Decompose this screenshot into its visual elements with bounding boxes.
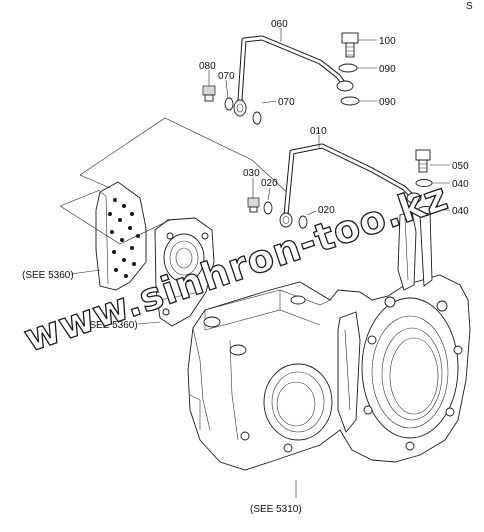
reference-see-5360-a: (SEE 5360) xyxy=(22,270,74,281)
callout-100: 100 xyxy=(379,36,396,47)
leader-lines xyxy=(70,28,450,498)
callout-070-a: 070 xyxy=(218,71,235,82)
pipe-060 xyxy=(233,35,354,117)
washer-070-b xyxy=(252,111,262,125)
callout-040-a: 040 xyxy=(452,179,469,190)
callout-labels: 060 100 080 070 090 070 090 010 050 030 … xyxy=(22,19,469,515)
callout-090-b: 090 xyxy=(379,97,396,108)
washer-020-b xyxy=(298,215,308,229)
callout-010: 010 xyxy=(310,126,327,137)
washer-090-a xyxy=(338,63,358,73)
callout-040-b: 040 xyxy=(452,206,469,217)
callout-050: 050 xyxy=(452,161,469,172)
guide-lines xyxy=(59,117,291,245)
valve-body xyxy=(154,217,215,327)
banjo-bolt-100 xyxy=(341,32,359,58)
callout-080: 080 xyxy=(199,61,216,72)
washer-020-a xyxy=(263,201,273,215)
pipe-010 xyxy=(279,143,422,228)
transmission-case xyxy=(187,211,471,471)
washer-090-b xyxy=(340,96,360,106)
callout-030: 030 xyxy=(243,168,260,179)
callout-090-a: 090 xyxy=(379,64,396,75)
corner-mark: S xyxy=(466,1,473,12)
callout-060: 060 xyxy=(271,19,288,30)
valve-plate xyxy=(95,181,147,291)
callout-020-a: 020 xyxy=(261,178,278,189)
callout-070-b: 070 xyxy=(278,97,295,108)
banjo-bolt-050 xyxy=(415,149,431,173)
callout-020-b: 020 xyxy=(318,205,335,216)
reference-see-5310: (SEE 5310) xyxy=(250,504,302,515)
plug-030 xyxy=(247,197,260,213)
reference-see-5360-b: (SEE 5360) xyxy=(86,320,138,331)
washer-070-a xyxy=(224,97,234,111)
plug-080 xyxy=(202,85,216,102)
